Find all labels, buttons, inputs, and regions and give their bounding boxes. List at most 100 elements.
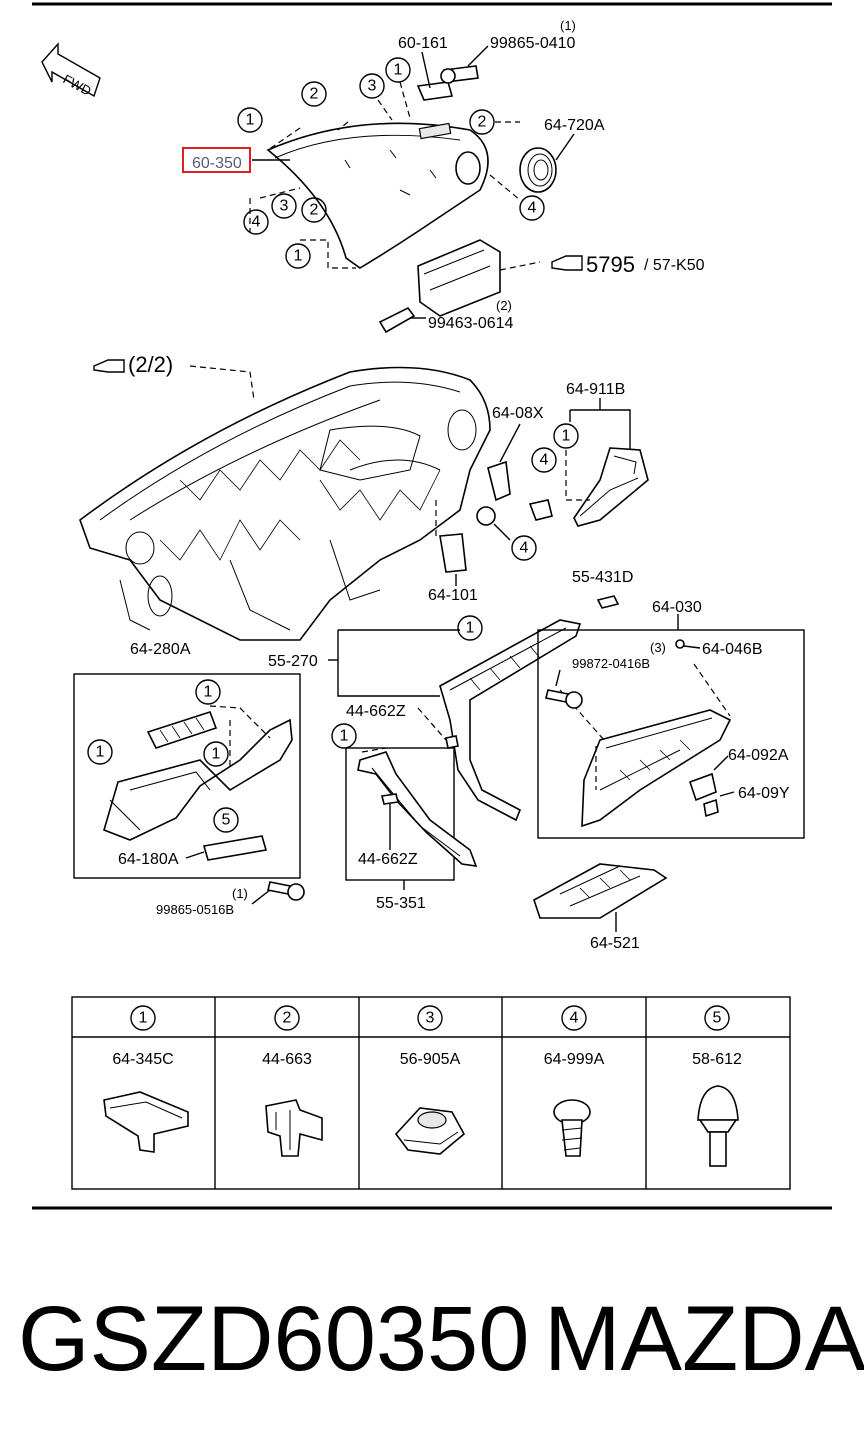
callout-1: 1 <box>331 723 357 749</box>
label-55-431D: 55-431D <box>572 569 633 586</box>
legend-part-4: 64-999A <box>544 1051 605 1068</box>
svg-text:1: 1 <box>340 728 349 745</box>
label-99463-0614: 99463-0614 <box>428 315 514 332</box>
svg-text:1: 1 <box>562 428 571 445</box>
legend-number-5: 5 <box>713 1010 722 1027</box>
group-box-64-030 <box>537 629 805 839</box>
speaker-grille-part <box>519 133 575 193</box>
label-ref-2-2: (2/2) <box>128 352 173 377</box>
caption-part-number: GSZD60350 <box>18 1288 529 1390</box>
svg-text:4: 4 <box>540 452 549 469</box>
svg-text:5: 5 <box>222 812 231 829</box>
svg-text:4: 4 <box>252 214 261 231</box>
legend-column-4: 4 64-999A <box>544 1005 605 1157</box>
svg-text:4: 4 <box>528 200 537 217</box>
fwd-label: FWD <box>61 71 94 98</box>
label-64-09Y: 64-09Y <box>738 785 790 802</box>
svg-text:1: 1 <box>246 112 255 129</box>
trim-55-270 <box>328 619 582 822</box>
label-60-161: 60-161 <box>398 35 448 52</box>
callout-1: 1 <box>203 741 229 767</box>
label-44-662Z-a: 44-662Z <box>346 703 406 720</box>
screw-99865-0516B <box>251 881 305 905</box>
part-labels: 60-161 (1) 99865-0410 64-720A 60-350 579… <box>118 18 790 952</box>
svg-text:1: 1 <box>394 62 403 79</box>
callout-1: 1 <box>195 679 221 705</box>
svg-text:1: 1 <box>212 746 221 763</box>
legend-part-3: 56-905A <box>400 1051 461 1068</box>
fastener-legend-table: 1 64-345C 2 44-663 3 56-905A 4 64-999A <box>71 996 791 1190</box>
legend-number-4: 4 <box>570 1010 579 1027</box>
callout-1: 1 <box>457 615 483 641</box>
svg-text:1: 1 <box>96 744 105 761</box>
callout-1: 1 <box>553 423 579 449</box>
svg-text:3: 3 <box>368 78 377 95</box>
clip-44-663-icon <box>265 1099 323 1157</box>
legend-column-2: 2 44-663 <box>262 1005 323 1157</box>
bumper-58-612-icon <box>697 1085 739 1167</box>
label-64-101: 64-101 <box>428 587 478 604</box>
callout-1: 1 <box>237 107 263 133</box>
legend-number-2: 2 <box>283 1010 292 1027</box>
clip-55-431D <box>596 595 620 609</box>
legend-part-1: 64-345C <box>112 1051 173 1068</box>
callout-4: 4 <box>243 209 269 235</box>
svg-text:3: 3 <box>280 198 289 215</box>
label-55-351: 55-351 <box>376 895 426 912</box>
callout-5: 5 <box>213 807 239 833</box>
label-60-350: 60-350 <box>192 155 242 172</box>
callout-2: 2 <box>469 109 495 135</box>
caption-brand: MAZDA <box>544 1288 864 1390</box>
callout-2: 2 <box>301 197 327 223</box>
svg-text:1: 1 <box>204 684 213 701</box>
clip-64-345C-icon <box>103 1091 189 1153</box>
group-box-55-351 <box>345 747 455 881</box>
qty-0516B: (1) <box>232 886 248 901</box>
label-64-092A: 64-092A <box>728 747 789 764</box>
label-64-08X: 64-08X <box>492 405 544 422</box>
label-64-046B: 64-046B <box>702 641 763 658</box>
label-64-521: 64-521 <box>590 935 640 952</box>
callout-3: 3 <box>359 73 385 99</box>
label-55-270: 55-270 <box>268 653 318 670</box>
fwd-arrow-icon: FWD <box>41 42 101 99</box>
label-99865-0410: 99865-0410 <box>490 35 576 52</box>
legend-column-5: 5 58-612 <box>692 1005 742 1167</box>
legend-part-2: 44-663 <box>262 1051 312 1068</box>
callout-1: 1 <box>285 243 311 269</box>
lower-panel-64-280A <box>103 705 293 861</box>
pointing-hand-icon-5795 <box>551 255 583 271</box>
callout-2: 2 <box>301 81 327 107</box>
label-64-180A: 64-180A <box>118 851 179 868</box>
svg-text:2: 2 <box>310 86 319 103</box>
legend-part-5: 58-612 <box>692 1051 742 1068</box>
label-64-280A: 64-280A <box>130 641 191 658</box>
lower-trim-55-351 <box>357 747 478 890</box>
glovebox-64-030 <box>545 639 735 828</box>
callout-4: 4 <box>519 195 545 221</box>
side-trim-64-911B <box>565 398 649 527</box>
group-box-64-280A <box>73 673 301 879</box>
dashboard-frame <box>79 359 491 641</box>
airbag-module <box>378 239 583 334</box>
callout-circles: 1 3 2 1 2 4 3 2 4 1 1 4 4 1 1 1 1 5 1 <box>87 57 579 833</box>
screw-64-999A-icon <box>553 1099 591 1157</box>
svg-text:2: 2 <box>478 114 487 131</box>
svg-text:2: 2 <box>310 202 319 219</box>
qty-0410: (1) <box>560 18 576 33</box>
upper-panel-assembly <box>249 81 521 269</box>
side-fasteners <box>435 423 553 586</box>
svg-text:1: 1 <box>294 248 303 265</box>
label-64-030: 64-030 <box>652 599 702 616</box>
callout-3: 3 <box>271 193 297 219</box>
legend-number-3: 3 <box>426 1010 435 1027</box>
callout-1: 1 <box>87 739 113 765</box>
clip-and-bolt-60-161 <box>416 45 489 101</box>
qty-046B: (3) <box>650 640 666 655</box>
legend-column-3: 3 56-905A <box>394 1005 466 1155</box>
legend-column-1: 1 64-345C <box>103 1005 189 1153</box>
label-64-911B: 64-911B <box>566 381 625 398</box>
label-44-662Z-b: 44-662Z <box>358 851 418 868</box>
label-57-K50: / 57-K50 <box>644 257 705 274</box>
